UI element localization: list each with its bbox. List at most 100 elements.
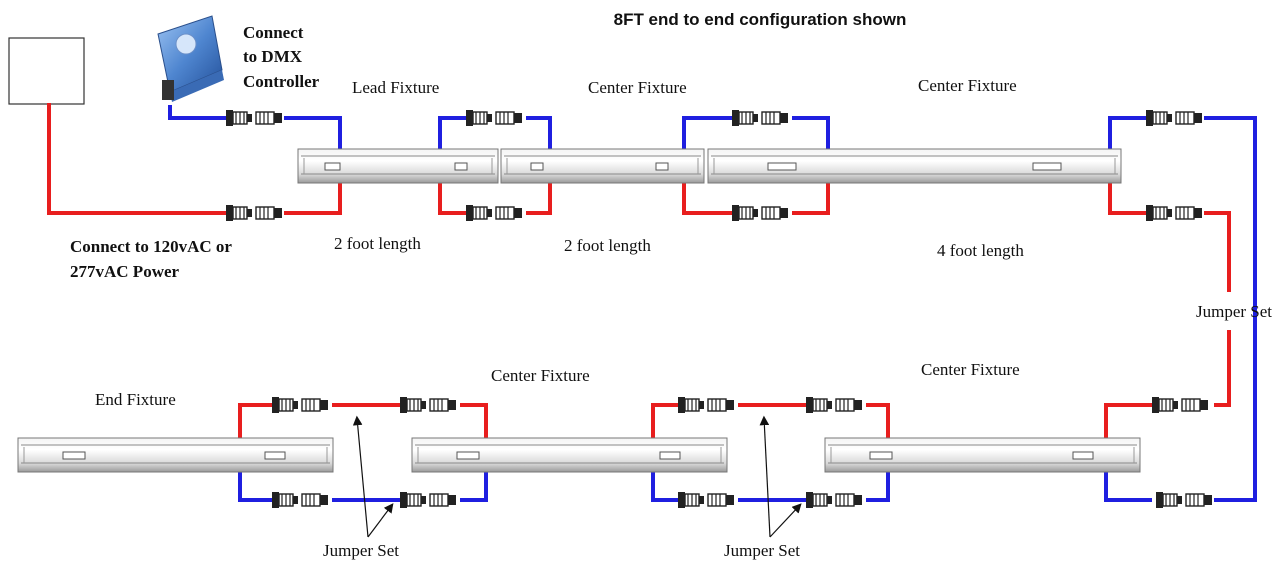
diagram-title: 8FT end to end configuration shown xyxy=(614,10,907,29)
fixture-slot xyxy=(655,162,669,171)
jumper-label: Jumper Set xyxy=(1196,302,1272,321)
connector-part xyxy=(255,206,275,220)
cable xyxy=(526,116,552,150)
connector-part xyxy=(1152,397,1159,413)
fixture-slot xyxy=(659,451,681,460)
connector-pair-icon xyxy=(226,110,282,126)
connector-part xyxy=(495,111,515,125)
connector-pair-icon xyxy=(806,492,862,508)
fixture-bar xyxy=(411,437,728,473)
fixture-slot xyxy=(1032,162,1062,171)
connector-part xyxy=(514,113,522,123)
connector-pair-icon xyxy=(400,492,456,508)
power-label-line1: Connect to 120vAC or xyxy=(70,237,232,256)
arrow-icon xyxy=(352,415,369,538)
connector-part xyxy=(1146,110,1153,126)
connector-part xyxy=(732,110,739,126)
connector-part xyxy=(780,208,788,218)
connector-part xyxy=(707,493,727,507)
arrow-icon xyxy=(367,503,394,538)
fixture-slot xyxy=(767,162,797,171)
connector-part xyxy=(732,205,739,221)
connector-part xyxy=(761,206,781,220)
connector-part xyxy=(301,493,321,507)
connector-pair-icon xyxy=(732,110,788,126)
connector-part xyxy=(753,114,758,122)
connector-part xyxy=(400,492,407,508)
connector-part xyxy=(699,401,704,409)
cable xyxy=(438,183,466,215)
connector-part xyxy=(421,496,426,504)
connector-part xyxy=(1181,398,1201,412)
cable xyxy=(1214,330,1231,407)
connector-part xyxy=(726,495,734,505)
cable xyxy=(651,403,678,438)
connector-part xyxy=(1175,111,1195,125)
connector-part xyxy=(835,398,855,412)
connector-part xyxy=(320,495,328,505)
cable xyxy=(866,470,890,502)
cable xyxy=(651,470,678,502)
connector-part xyxy=(1200,400,1208,410)
cable xyxy=(866,403,890,438)
connector-part xyxy=(1167,114,1172,122)
connector-part xyxy=(466,110,473,126)
connector-part xyxy=(274,113,282,123)
connector-part xyxy=(707,398,727,412)
connector-pair-icon xyxy=(272,397,328,413)
cable xyxy=(792,183,830,215)
connector-part xyxy=(293,496,298,504)
cable xyxy=(438,116,466,150)
connector-part xyxy=(1204,495,1212,505)
fixture-label: End Fixture xyxy=(95,390,176,409)
connector-part xyxy=(293,401,298,409)
fixture-slot xyxy=(324,162,341,171)
connector-part xyxy=(806,492,813,508)
connector-part xyxy=(699,496,704,504)
connector-part xyxy=(301,398,321,412)
connector-pair-icon xyxy=(466,110,522,126)
connector-part xyxy=(429,493,449,507)
connector-part xyxy=(495,206,515,220)
connector-part xyxy=(1156,492,1163,508)
connector-part xyxy=(1185,493,1205,507)
cable-layer xyxy=(47,103,1257,502)
cable xyxy=(1104,403,1152,438)
fixture-bar xyxy=(500,148,705,184)
connector-part xyxy=(1194,113,1202,123)
fixture-label: Center Fixture xyxy=(918,76,1017,95)
fixture-slot xyxy=(454,162,468,171)
connector-part xyxy=(827,401,832,409)
connector-part xyxy=(400,397,407,413)
dmx-label-line2: to DMX xyxy=(243,47,303,66)
connector-part xyxy=(226,110,233,126)
length-label: 2 foot length xyxy=(334,234,421,253)
cable xyxy=(284,183,342,215)
dmx-label-line3: Controller xyxy=(243,72,320,91)
cable xyxy=(47,103,226,215)
fixture-label: Lead Fixture xyxy=(352,78,439,97)
connector-part xyxy=(487,209,492,217)
fixture-bar xyxy=(17,437,334,473)
cable xyxy=(526,183,552,215)
cable xyxy=(682,116,732,150)
connector-pair-icon xyxy=(466,205,522,221)
connector-pair-icon xyxy=(806,397,862,413)
arrow-icon xyxy=(759,415,771,538)
connector-part xyxy=(226,205,233,221)
connector-part xyxy=(761,111,781,125)
connector-pair-icon xyxy=(1146,110,1202,126)
fixture-slot xyxy=(869,451,893,460)
fixture-slot xyxy=(1072,451,1094,460)
connector-part xyxy=(678,397,685,413)
fixture-label: Center Fixture xyxy=(921,360,1020,379)
connector-pair-icon xyxy=(226,205,282,221)
connector-pair-icon xyxy=(678,397,734,413)
fixture-body xyxy=(500,148,705,184)
cable xyxy=(1108,116,1146,150)
connector-part xyxy=(247,114,252,122)
connector-part xyxy=(854,495,862,505)
connector-part xyxy=(1167,209,1172,217)
connector-part xyxy=(1175,206,1195,220)
